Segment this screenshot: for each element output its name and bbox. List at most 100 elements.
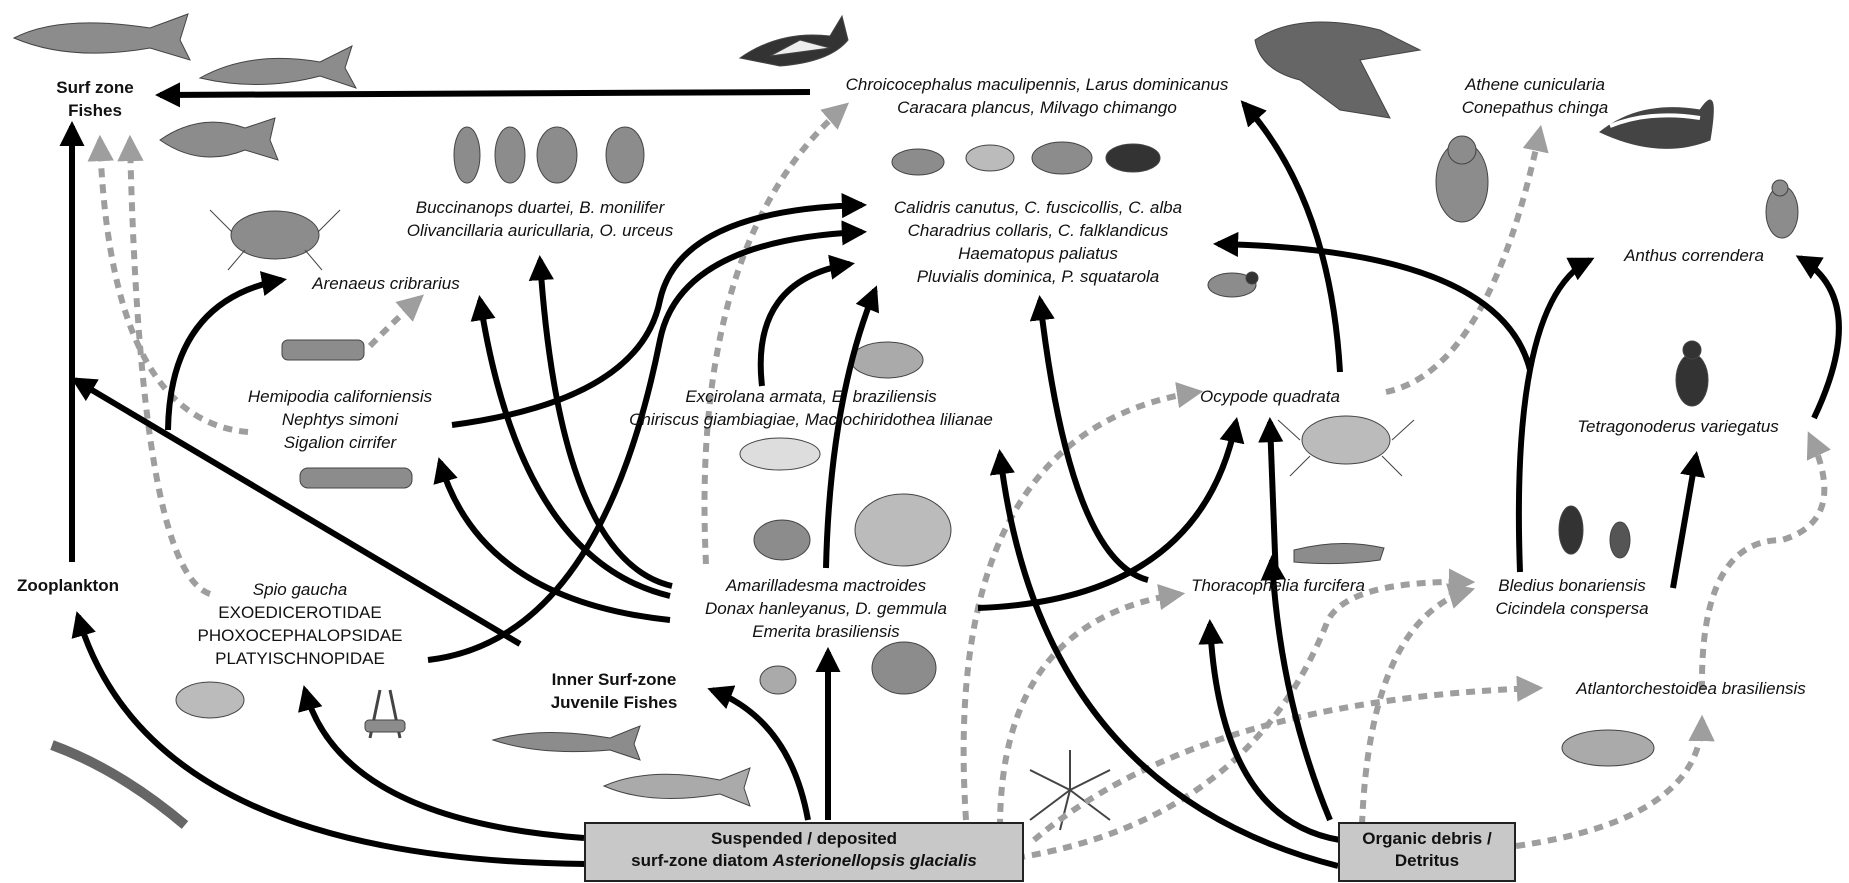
node-line: Ocypode quadrata [1200, 385, 1340, 408]
node-zooplankton: Zooplankton [14, 574, 122, 597]
tiger-beetle-icon [1559, 506, 1630, 558]
node-line: Buccinanops duartei, B. monilifer [380, 196, 700, 219]
arrow-ocypode-to-gulls [1244, 104, 1340, 372]
node-line: Cicindela conspersa [1474, 597, 1670, 620]
node-line: Chiriscus giambiagiae, Macrochiridothea … [596, 408, 1026, 431]
node-line: Inner Surf-zone [524, 668, 704, 691]
arrow-detritus-to-bledius [1362, 590, 1470, 825]
box-line: Detritus [1340, 850, 1514, 872]
node-line: Conepathus chinga [1440, 96, 1630, 119]
node-line: Thoracophelia furcifera [1180, 574, 1376, 597]
node-line: Caracara plancus, Milvago chimango [812, 96, 1262, 119]
juvenile-fish-icon [493, 726, 750, 806]
arrow-atlantorchestoidea-to-tetragonoderus [1702, 436, 1824, 690]
node-line: Zooplankton [14, 574, 122, 597]
node-line: Tetragonoderus variegatus [1560, 415, 1796, 438]
node-line: Spio gaucha [170, 578, 430, 601]
node-line: Haematopus paliatus [868, 242, 1208, 265]
shrimp-icon [52, 745, 185, 825]
mole-crab-icon [872, 642, 936, 694]
node-juvenile-fishes: Inner Surf-zone Juvenile Fishes [524, 668, 704, 714]
node-line: Chroicocephalus maculipennis, Larus domi… [812, 73, 1262, 96]
source-diatom-box: Suspended / deposited surf-zone diatom A… [584, 822, 1024, 882]
node-line: Excirolana armata, E. braziliensis [596, 385, 1026, 408]
arrow-diatom-to-juveniles [712, 690, 808, 820]
box-line-italic: Asterionellopsis glacialis [773, 851, 977, 870]
flatfish-icon [160, 118, 278, 160]
node-shorebirds: Calidris canutus, C. fuscicollis, C. alb… [868, 196, 1208, 288]
worm-icon [1294, 543, 1384, 563]
node-line: Charadrius collaris, C. falklandicus [868, 219, 1208, 242]
owl-icon [1436, 136, 1488, 222]
arrow-diatom-to-bledius [1016, 582, 1470, 858]
node-line: Nephtys simoni [230, 408, 450, 431]
amphipod-icon [176, 682, 244, 718]
node-spio-amphipods: Spio gaucha EXOEDICEROTIDAE PHOXOCEPHALO… [170, 578, 430, 670]
node-line: Anthus correndera [1604, 244, 1784, 267]
box-line-plain: surf-zone diatom [631, 851, 773, 870]
node-bledius-cicindela: Bledius bonariensis Cicindela conspersa [1474, 574, 1670, 620]
ghost-crab-icon [1278, 416, 1414, 476]
node-line: Pluvialis dominica, P. squatarola [868, 265, 1208, 288]
node-line: Amarilladesma mactroides [676, 574, 976, 597]
arrow-spio-to-fishes [130, 140, 210, 594]
node-line: Bledius bonariensis [1474, 574, 1670, 597]
node-clams-emerita: Amarilladesma mactroides Donax hanleyanu… [676, 574, 976, 643]
node-line: Donax hanleyanus, D. gemmula [676, 597, 976, 620]
node-line: Hemipodia californiensis [230, 385, 450, 408]
node-snails: Buccinanops duartei, B. monilifer Olivan… [380, 196, 700, 242]
beetle-icon [1676, 341, 1708, 406]
crab-icon [210, 210, 340, 270]
arrow-clams-to-polychaetes [440, 462, 670, 620]
diatom-colony-icon [1030, 750, 1110, 830]
box-line: Organic debris / [1340, 828, 1514, 850]
plover-icon [1208, 272, 1258, 297]
node-line: Emerita brasiliensis [676, 620, 976, 643]
arrow-isopods-to-shorebirds [761, 264, 850, 386]
arrow-thoracophelia-to-shorebirds [1040, 300, 1148, 580]
node-line: Atlantorchestoidea brasiliensis [1546, 677, 1836, 700]
pipit-icon [1766, 180, 1798, 238]
arrow-tetragonoderus-to-anthus [1800, 258, 1839, 418]
node-surf-zone-fishes: Surf zone Fishes [40, 76, 150, 122]
box-line: surf-zone diatom Asterionellopsis glacia… [586, 850, 1022, 872]
arrow-bledius-to-tetragonoderus [1673, 456, 1696, 588]
node-owl-skunk: Athene cunicularia Conepathus chinga [1440, 73, 1630, 119]
node-line: Arenaeus cribrarius [296, 272, 476, 295]
arrow-gulls-to-fishes [160, 92, 810, 95]
node-line: Athene cunicularia [1440, 73, 1630, 96]
arrow-bledius-to-shorebirds [1218, 244, 1530, 370]
shorebirds-icon [892, 142, 1160, 175]
node-line: Olivancillaria auricullaria, O. urceus [380, 219, 700, 242]
node-line: PLATYISCHNOPIDAE [170, 647, 430, 670]
fish-icon [14, 14, 190, 60]
node-line: EXOEDICEROTIDAE [170, 601, 430, 624]
arrow-thoracophelia-to-ocypode [1270, 422, 1276, 580]
catfish-icon [200, 46, 356, 88]
arrow-detritus-to-ocypode [1272, 560, 1330, 820]
arrow-polychaetes-to-arenaeus [370, 298, 420, 346]
node-anthus: Anthus correndera [1604, 244, 1784, 267]
node-ocypode: Ocypode quadrata [1200, 385, 1340, 408]
talitrid-icon [1562, 730, 1654, 766]
gull-icon [740, 16, 848, 66]
node-line: PHOXOCEPHALOPSIDAE [170, 624, 430, 647]
node-polychaetes: Hemipodia californiensis Nephtys simoni … [230, 385, 450, 454]
snail-shells-icon [454, 127, 644, 183]
arrow-detritus-to-thoracophelia [1210, 624, 1340, 840]
arrow-clams-to-gulls [705, 106, 845, 564]
node-tetragonoderus: Tetragonoderus variegatus [1560, 415, 1796, 438]
node-atlantorchestoidea: Atlantorchestoidea brasiliensis [1546, 677, 1836, 700]
source-detritus-box: Organic debris / Detritus [1338, 822, 1516, 882]
spio-worm-icon [365, 690, 405, 738]
node-line: Surf zone [40, 76, 150, 99]
node-line: Calidris canutus, C. fuscicollis, C. alb… [868, 196, 1208, 219]
node-line: Sigalion cirrifer [230, 431, 450, 454]
node-arenaeus: Arenaeus cribrarius [296, 272, 476, 295]
node-line: Fishes [40, 99, 150, 122]
node-thoracophelia: Thoracophelia furcifera [1180, 574, 1376, 597]
node-gulls-caracaras: Chroicocephalus maculipennis, Larus domi… [812, 73, 1262, 119]
caracara-icon [1255, 22, 1420, 118]
node-line: Juvenile Fishes [524, 691, 704, 714]
box-line: Suspended / deposited [586, 828, 1022, 850]
